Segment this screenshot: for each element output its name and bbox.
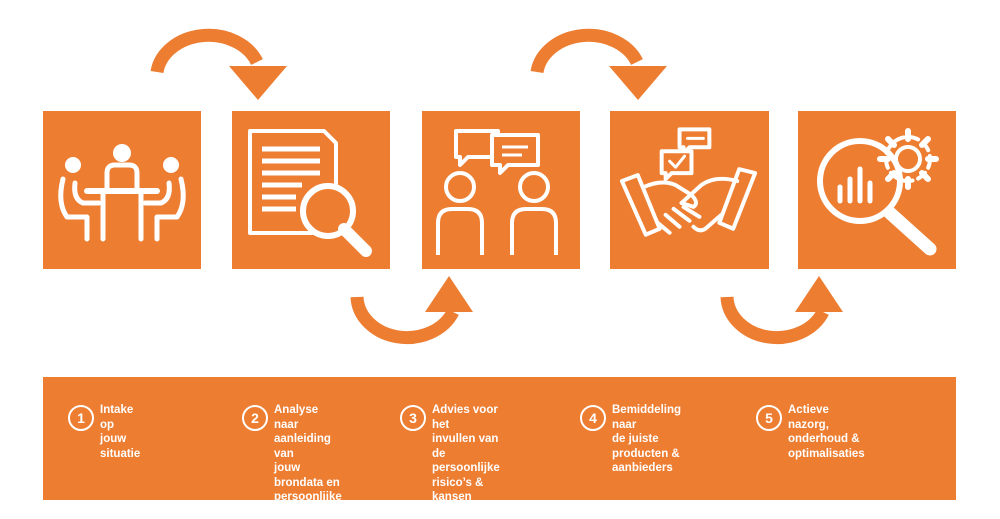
step-1-tile (43, 111, 201, 269)
step-5-number: 5 (756, 405, 782, 431)
arrow-1-to-2 (150, 28, 287, 100)
step-3-number: 3 (400, 405, 426, 431)
step-2-number: 2 (242, 405, 268, 431)
step-4-tile (610, 111, 769, 269)
meeting-table-icon (58, 144, 186, 242)
step-1-number: 1 (68, 405, 94, 431)
step-5-label: Actieve nazorg, onderhoud & optimalisati… (788, 404, 865, 460)
step-2-label: Analyse naar aanleiding van jouw brondat… (274, 404, 342, 518)
steps-banner: 1 Intake op jouw situatie 2 Analyse naar… (43, 377, 956, 518)
document-magnifier-icon (248, 129, 372, 257)
arrow-3-to-4 (530, 28, 667, 100)
step-1-label: Intake op jouw situatie (100, 404, 141, 460)
step-4-label: Bemiddeling naar de juiste producten & a… (612, 404, 682, 474)
step-2-tile (232, 111, 390, 269)
arrow-4-to-5 (720, 276, 843, 345)
step-5-tile (798, 111, 956, 269)
step-3-tile (422, 111, 580, 269)
chart-magnifier-gear-icon (817, 128, 939, 256)
arrow-2-to-3 (350, 276, 473, 345)
two-people-chat-icon (436, 129, 558, 255)
step-4-number: 4 (580, 405, 606, 431)
handshake-chat-icon (619, 127, 758, 237)
step-3-label: Advies voor het invullen van de persoonl… (432, 404, 500, 503)
